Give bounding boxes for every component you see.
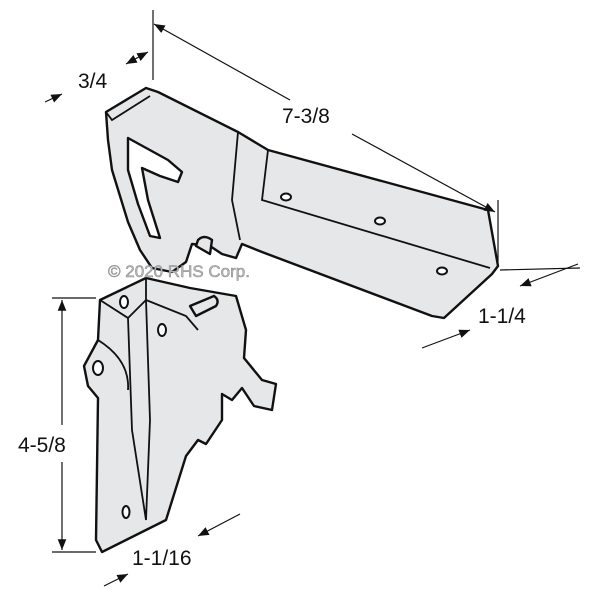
lower-latch-bracket [82,276,278,554]
dimension-base-width: 1-1/16 [132,547,192,570]
copyright-watermark: © 2020 RHS Corp. [108,262,250,281]
dimension-plate-width: 1-1/4 [478,305,526,328]
dimension-height: 4-5/8 [18,434,66,457]
dimension-length: 7-3/8 [282,105,330,128]
upper-hook-bracket [104,86,500,320]
dimension-lines [44,10,581,587]
dimension-width-top: 3/4 [78,70,108,93]
